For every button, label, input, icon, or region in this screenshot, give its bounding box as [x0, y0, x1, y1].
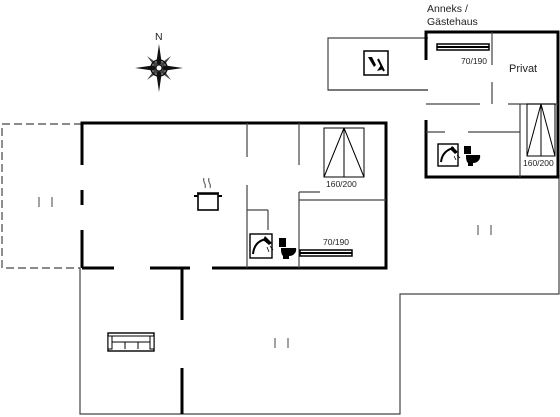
no-smoking-icon — [363, 50, 389, 76]
shower-icon-annex — [437, 143, 461, 167]
compass-north-label: N — [155, 31, 163, 43]
terrace-outline — [1, 123, 560, 415]
bed-icon-main-bunk — [299, 249, 353, 257]
bed-icon-annex-double — [526, 103, 556, 157]
bed-icon-main-double — [323, 127, 365, 178]
annex-label-line1: Anneks / — [427, 3, 468, 15]
main-interior-walls — [246, 123, 386, 268]
compass-icon — [135, 44, 183, 92]
bed-size-annex-double: 160/200 — [523, 158, 554, 168]
private-label: Privat — [509, 63, 537, 75]
toilet-icon-main — [279, 238, 297, 259]
window-markers — [38, 197, 492, 348]
annex-extension — [327, 37, 428, 91]
sofa-icon — [107, 332, 155, 352]
shower-icon-main — [249, 233, 274, 259]
bed-size-main-double: 160/200 — [326, 179, 357, 189]
annex-label-line2: Gästehaus — [427, 16, 478, 28]
bed-size-main-bunk: 70/190 — [323, 237, 349, 247]
cooking-pot-icon — [194, 177, 222, 211]
bed-icon-annex-bunk — [436, 43, 490, 51]
toilet-icon-annex — [464, 146, 481, 166]
main-house-walls — [80, 121, 388, 414]
bed-size-annex-bunk: 70/190 — [461, 56, 487, 66]
